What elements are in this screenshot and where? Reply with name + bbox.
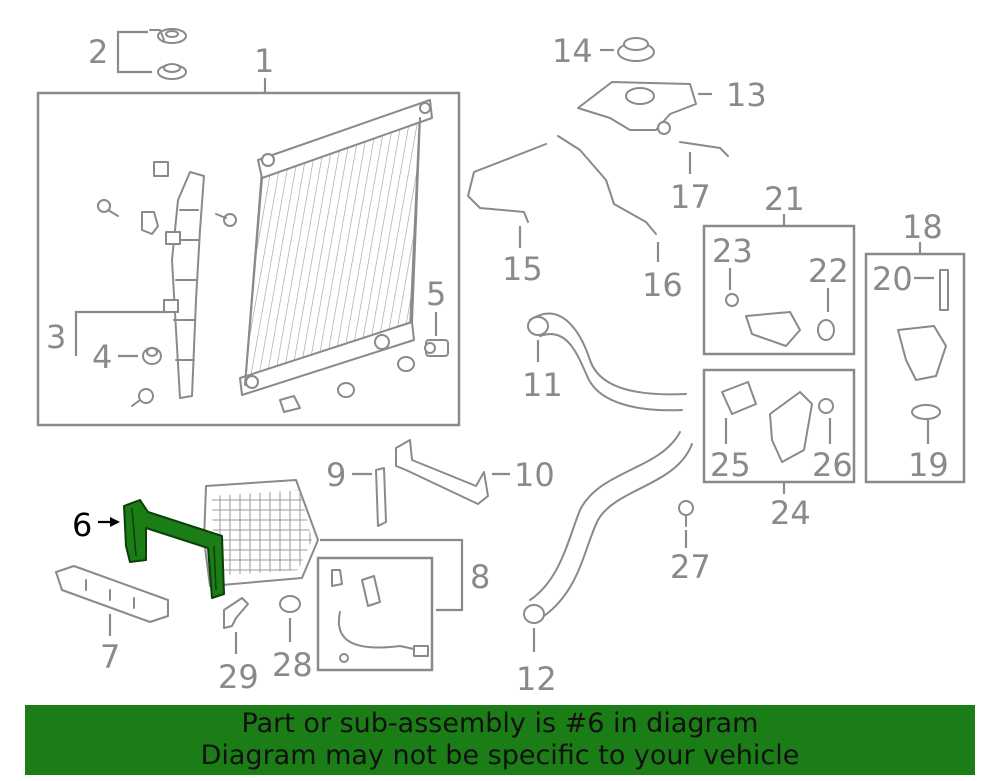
callout-19: 19 xyxy=(908,446,949,484)
callout-6: 6 xyxy=(72,506,92,544)
callout-2: 2 xyxy=(88,33,108,71)
part-13-reservoir xyxy=(577,81,697,135)
callout-14: 14 xyxy=(552,32,593,70)
callout-13: 13 xyxy=(726,76,767,114)
callout-1: 1 xyxy=(254,42,274,80)
callout-22: 22 xyxy=(808,252,849,290)
part-4-grommet xyxy=(142,347,162,365)
callout-24: 24 xyxy=(770,494,811,532)
part-9-bracket xyxy=(375,467,387,527)
callout-8: 8 xyxy=(470,558,490,596)
part-28-clip xyxy=(279,595,301,613)
arrow-6 xyxy=(110,517,120,527)
part-6-highlighted-bracket xyxy=(123,499,225,599)
part-10-bracket xyxy=(395,439,489,505)
leader-2 xyxy=(116,30,152,74)
callout-26: 26 xyxy=(812,446,853,484)
banner-line-1: Part or sub-assembly is #6 in diagram xyxy=(241,708,759,739)
callout-4: 4 xyxy=(92,338,112,376)
part-2-grommets xyxy=(149,28,187,80)
wiring-harness xyxy=(331,569,429,663)
group-18-parts xyxy=(897,269,949,420)
part-16-hose xyxy=(557,135,657,235)
callout-17: 17 xyxy=(670,178,711,216)
group-24-parts xyxy=(721,381,834,463)
callout-9: 9 xyxy=(326,456,346,494)
group-18-frame xyxy=(864,252,966,484)
part-15-hose xyxy=(467,143,547,223)
callout-25: 25 xyxy=(710,446,751,484)
parts-diagram: 2 1 3 4 xyxy=(36,28,966,698)
part-11-upper-hose xyxy=(529,312,687,396)
callout-20: 20 xyxy=(872,260,913,298)
callout-11: 11 xyxy=(522,366,563,404)
group-21-frame xyxy=(702,224,856,356)
banner-line-2: Diagram may not be specific to your vehi… xyxy=(200,740,800,771)
group-24-frame xyxy=(702,368,856,484)
callout-18: 18 xyxy=(902,208,943,246)
leader-8 xyxy=(320,538,464,612)
part-17-hose xyxy=(679,141,729,157)
group-21-parts xyxy=(725,293,835,347)
part-7-deflector xyxy=(55,565,169,623)
callout-3: 3 xyxy=(46,318,66,356)
part-8-shutter xyxy=(203,479,319,587)
callout-15: 15 xyxy=(502,250,543,288)
part-29-bracket xyxy=(223,597,249,629)
info-banner: Part or sub-assembly is #6 in diagram Di… xyxy=(25,705,975,775)
leader-3 xyxy=(74,310,166,356)
callout-10: 10 xyxy=(514,456,555,494)
radiator-assembly-frame xyxy=(36,91,461,427)
part-27-bolt xyxy=(678,500,694,527)
radiator-fasteners xyxy=(97,199,415,413)
part-3-side-bracket xyxy=(153,161,205,399)
callout-5: 5 xyxy=(426,275,446,313)
wiring-subframe xyxy=(316,556,434,672)
callout-23: 23 xyxy=(712,232,753,270)
callout-29: 29 xyxy=(218,658,259,696)
callout-12: 12 xyxy=(516,660,557,698)
radiator-core xyxy=(239,99,433,396)
callout-16: 16 xyxy=(642,266,683,304)
part-5-sensor xyxy=(424,339,449,357)
callout-28: 28 xyxy=(272,646,313,684)
callout-21: 21 xyxy=(764,180,805,218)
callout-27: 27 xyxy=(670,548,711,586)
part-12-lower-hose xyxy=(529,431,681,601)
part-14-cap xyxy=(617,37,655,62)
callout-7: 7 xyxy=(100,638,120,676)
